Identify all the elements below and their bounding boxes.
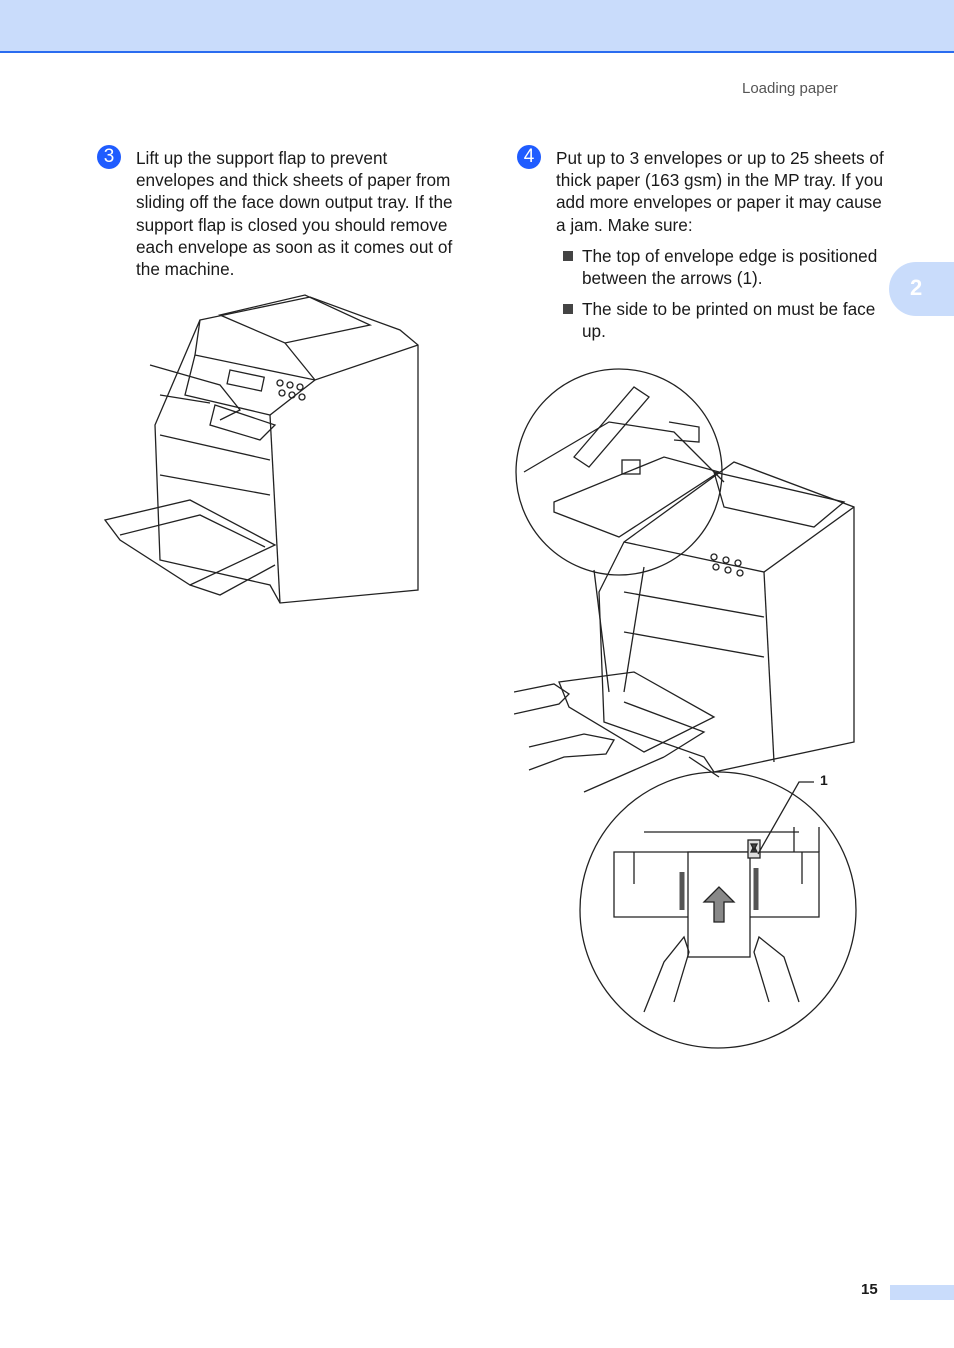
step-3-number: 3	[97, 145, 121, 169]
footer-bar	[890, 1285, 954, 1300]
bullet-text: The top of envelope edge is positioned b…	[582, 246, 878, 289]
printer-envelope-loading-illustration	[514, 368, 857, 1049]
bullet-item: The top of envelope edge is positioned b…	[563, 245, 882, 289]
step-4-text: Put up to 3 envelopes or up to 25 sheets…	[556, 148, 884, 235]
bullet-square-icon	[563, 251, 573, 261]
chapter-number: 2	[910, 275, 923, 300]
step-4-number: 4	[517, 145, 541, 169]
header-bar	[0, 0, 954, 53]
printer-support-flap-illustration	[103, 294, 419, 604]
bullet-square-icon	[563, 304, 573, 314]
chapter-tab: 2	[889, 262, 954, 316]
callout-label-1: 1	[820, 772, 828, 788]
step-3-text: Lift up the support flap to prevent enve…	[136, 148, 453, 280]
page-number: 15	[861, 1281, 878, 1298]
bullet-text: The side to be printed on must be face u…	[582, 299, 876, 342]
bullet-item: The side to be printed on must be face u…	[563, 298, 882, 342]
section-title: Loading paper	[742, 80, 838, 97]
